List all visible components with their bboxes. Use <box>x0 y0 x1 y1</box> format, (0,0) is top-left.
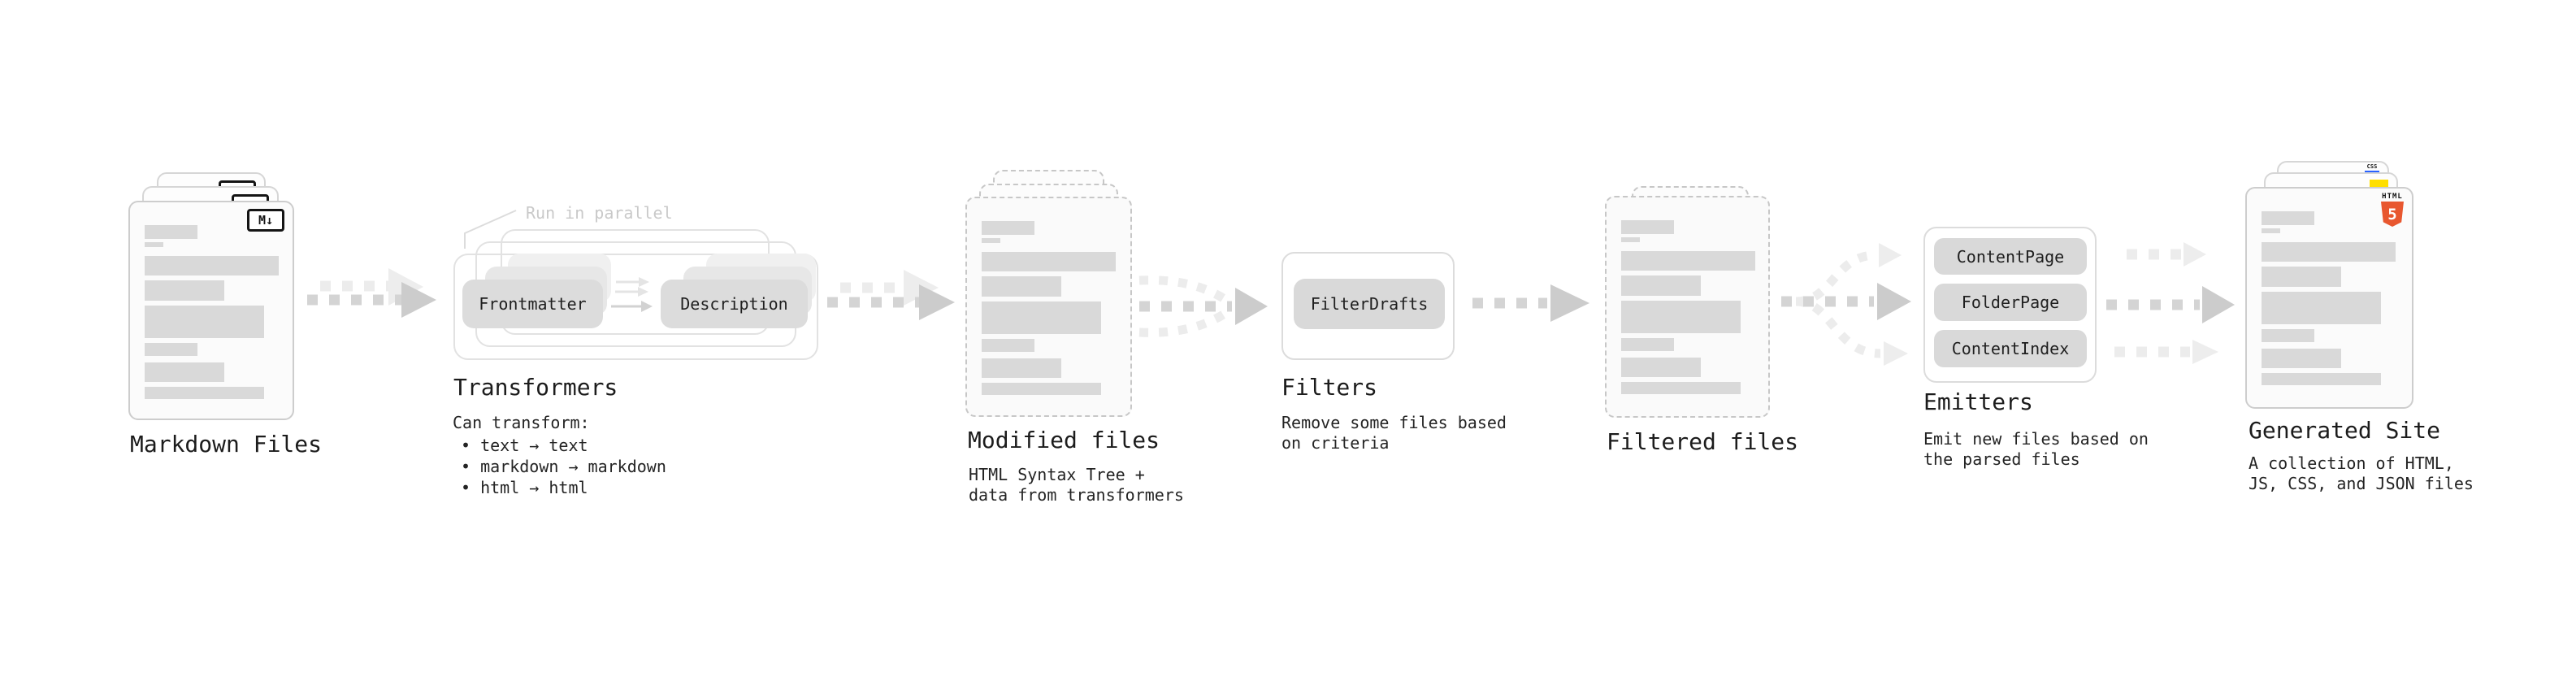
bullet-item: • html → html <box>461 478 588 497</box>
text-line-placeholder <box>982 221 1034 235</box>
arrow-transformers-to-modified <box>827 270 955 320</box>
bullet-item: • text → text <box>461 436 588 455</box>
text-line-placeholder <box>1621 237 1640 242</box>
text-line-placeholder <box>2262 292 2381 324</box>
text-line-placeholder <box>1621 220 1674 234</box>
contentpage-node: ContentPage <box>1934 238 2087 275</box>
arrow-filters-to-filtered <box>1472 284 1589 322</box>
markdown-icon: M↓ <box>247 209 284 232</box>
document-text-placeholder <box>982 221 1116 395</box>
html5-logo-icon: HTML 5 <box>2379 193 2406 227</box>
modified-files-label: Modified files <box>968 427 1160 453</box>
html5-logo-shield: 5 <box>2381 202 2404 227</box>
modified-file-card-front <box>965 197 1132 417</box>
arrow-emitters-to-site <box>2106 242 2235 364</box>
text-line-placeholder <box>145 343 197 356</box>
filtered-file-card-front <box>1605 196 1770 418</box>
arrow-filtered-to-emitters-diverge <box>1781 243 1911 366</box>
transformers-desc-title: Can transform: <box>453 413 590 432</box>
emitters-label: Emitters <box>1923 388 2033 415</box>
transformer-frame-front <box>453 254 818 360</box>
desc-line: Remove some files based <box>1281 413 1507 432</box>
text-line-placeholder <box>1621 275 1701 296</box>
text-line-placeholder <box>2262 373 2381 385</box>
text-line-placeholder <box>982 358 1061 378</box>
filters-label: Filters <box>1281 374 1378 401</box>
text-line-placeholder <box>982 339 1034 352</box>
css-icon-text: CSS <box>2366 163 2378 170</box>
contentindex-node: ContentIndex <box>1934 330 2087 367</box>
frontmatter-node: Frontmatter <box>462 280 603 328</box>
text-line-placeholder <box>145 225 197 239</box>
filterdrafts-node: FilterDrafts <box>1294 279 1445 329</box>
text-line-placeholder <box>1621 251 1755 271</box>
text-line-placeholder <box>1621 382 1741 394</box>
document-text-placeholder <box>2262 211 2396 385</box>
text-line-placeholder <box>2262 242 2396 262</box>
desc-line: A collection of HTML, <box>2249 453 2454 473</box>
text-line-placeholder <box>982 252 1116 271</box>
bullet-item: • markdown → markdown <box>461 457 666 476</box>
modified-files-desc: HTML Syntax Tree + data from transformer… <box>969 465 1184 505</box>
text-line-placeholder <box>145 306 264 338</box>
markdown-files-label: Markdown Files <box>130 431 323 458</box>
desc-line: data from transformers <box>969 485 1184 505</box>
emitters-desc: Emit new files based on the parsed files <box>1923 429 2149 470</box>
text-line-placeholder <box>2262 211 2314 225</box>
arrow-modified-to-filters-merge <box>1138 275 1268 337</box>
text-line-placeholder <box>982 301 1101 334</box>
text-line-placeholder <box>1621 338 1674 351</box>
folderpage-node: FolderPage <box>1934 284 2087 321</box>
document-text-placeholder <box>145 225 279 399</box>
text-line-placeholder <box>145 387 264 399</box>
text-line-placeholder <box>1621 358 1701 377</box>
desc-line: HTML Syntax Tree + <box>969 465 1145 484</box>
text-line-placeholder <box>145 280 224 301</box>
generated-site-label: Generated Site <box>2249 417 2441 444</box>
filtered-files-label: Filtered files <box>1607 428 1799 455</box>
text-line-placeholder <box>2262 228 2280 233</box>
text-line-placeholder <box>145 242 163 247</box>
filters-desc: Remove some files based on criteria <box>1281 413 1507 453</box>
desc-line: JS, CSS, and JSON files <box>2249 474 2474 493</box>
text-line-placeholder <box>1621 301 1741 333</box>
text-line-placeholder <box>2262 329 2314 342</box>
description-node: Description <box>661 280 808 328</box>
arrow-markdown-to-transformers <box>307 268 436 318</box>
document-text-placeholder <box>1621 220 1755 394</box>
text-line-placeholder <box>982 276 1061 297</box>
site-file-card-front: HTML 5 <box>2245 187 2413 409</box>
text-line-placeholder <box>145 256 279 275</box>
desc-line: on criteria <box>1281 433 1390 453</box>
transformers-label: Transformers <box>453 374 618 401</box>
text-line-placeholder <box>2262 349 2341 368</box>
markdown-file-card-front: M↓ <box>128 201 294 420</box>
text-line-placeholder <box>2262 267 2341 287</box>
transformers-bullet-list: • text → text • markdown → markdown • ht… <box>461 435 666 498</box>
run-in-parallel-annotation: Run in parallel <box>526 203 673 223</box>
html5-logo-word: HTML <box>2382 193 2403 201</box>
desc-line: the parsed files <box>1923 449 2080 469</box>
text-line-placeholder <box>982 238 1000 243</box>
text-line-placeholder <box>145 362 224 382</box>
desc-line: Emit new files based on <box>1923 429 2149 449</box>
generated-site-desc: A collection of HTML, JS, CSS, and JSON … <box>2249 453 2474 494</box>
text-line-placeholder <box>982 383 1101 395</box>
